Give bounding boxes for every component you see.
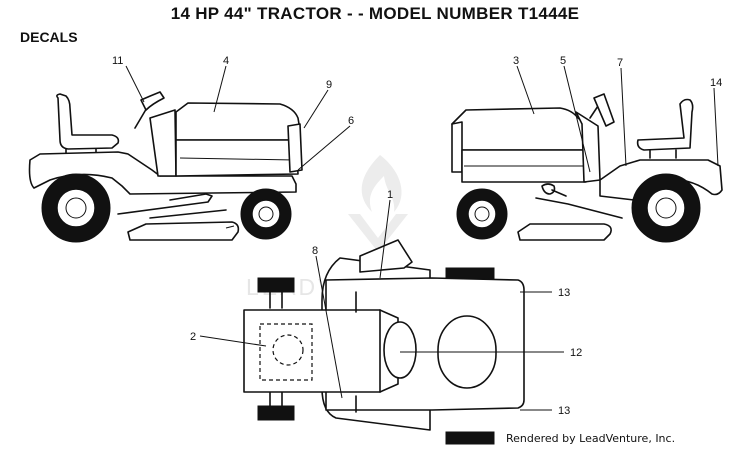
callout-4: 4 bbox=[223, 55, 229, 67]
callouts: 11 4 9 6 3 5 7 14 1 8 2 12 13 13 bbox=[112, 55, 722, 417]
callout-14: 14 bbox=[710, 77, 722, 89]
section-title: DECALS bbox=[20, 29, 78, 45]
callout-2: 2 bbox=[190, 331, 196, 343]
callout-6: 6 bbox=[348, 115, 354, 127]
page-title: 14 HP 44" TRACTOR - - MODEL NUMBER T1444… bbox=[170, 4, 580, 23]
callout-3: 3 bbox=[513, 55, 519, 67]
top-view bbox=[243, 239, 525, 445]
callout-5: 5 bbox=[560, 55, 566, 67]
callout-9: 9 bbox=[326, 79, 332, 91]
callout-12: 12 bbox=[570, 347, 582, 359]
credit-text: Rendered by LeadVenture, Inc. bbox=[506, 432, 676, 445]
right-side-view bbox=[451, 93, 723, 243]
callout-1: 1 bbox=[387, 189, 393, 201]
callout-13-bottom: 13 bbox=[558, 405, 570, 417]
watermark-logo-icon bbox=[348, 155, 408, 252]
left-side-view bbox=[28, 91, 303, 243]
callout-8: 8 bbox=[312, 245, 318, 257]
callout-7: 7 bbox=[617, 57, 623, 69]
callout-11: 11 bbox=[112, 55, 123, 67]
callout-13-top: 13 bbox=[558, 287, 570, 299]
leader-lines bbox=[125, 65, 719, 411]
